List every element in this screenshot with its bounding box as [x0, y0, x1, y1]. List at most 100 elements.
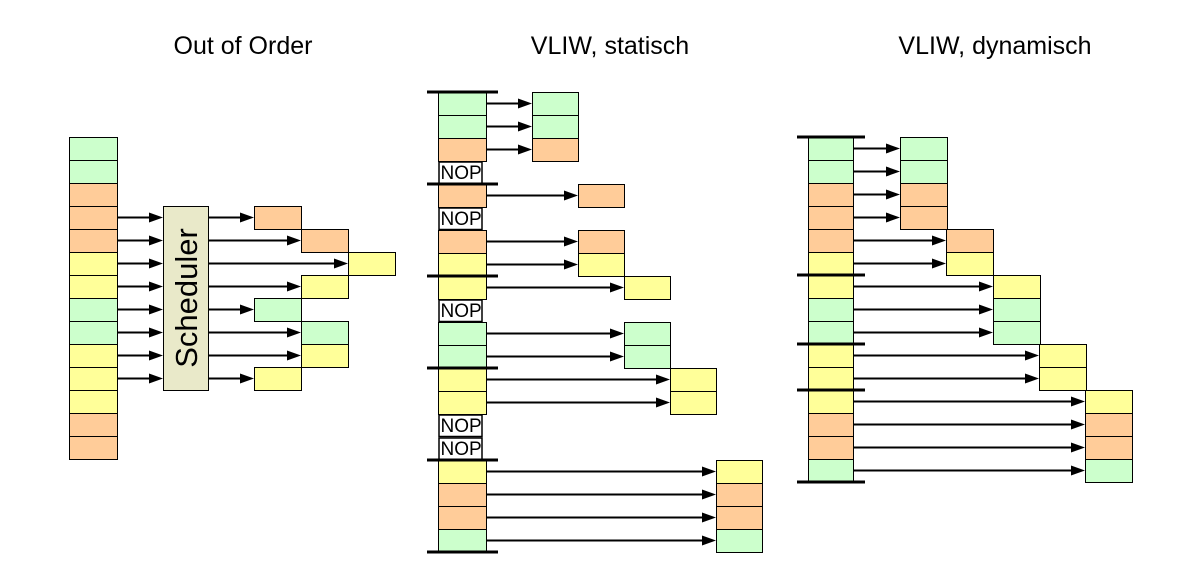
instruction-cell-yellow — [69, 390, 118, 414]
issued-instruction-cell-yellow — [624, 276, 671, 300]
issue-arrow-head — [240, 373, 254, 384]
instruction-cell-orange — [808, 206, 854, 230]
instruction-cell-orange — [69, 229, 118, 253]
issue-arrow-head — [149, 304, 163, 315]
issued-instruction-cell-green — [624, 345, 671, 369]
instruction-cell-yellow — [69, 344, 118, 368]
issue-arrow-head — [656, 374, 670, 385]
issued-instruction-cell-green — [900, 137, 948, 161]
issue-arrow-head — [564, 190, 578, 201]
issued-instruction-cell-orange — [1085, 436, 1133, 460]
issue-arrow-head — [287, 235, 301, 246]
instruction-cell-green — [69, 321, 118, 345]
issued-instruction-cell-yellow — [301, 344, 349, 368]
issue-arrow-head — [932, 258, 946, 269]
nop-cell — [438, 299, 483, 323]
issue-arrow-head — [149, 258, 163, 269]
issue-arrow-head — [702, 535, 716, 546]
instruction-cell-green — [69, 137, 118, 161]
issue-arrow-head — [287, 327, 301, 338]
instruction-cell-yellow — [438, 276, 487, 300]
issue-arrow-head — [1071, 465, 1085, 476]
instruction-cell-green — [438, 92, 487, 116]
issued-instruction-cell-yellow — [670, 391, 717, 415]
instruction-cell-orange — [438, 138, 487, 162]
instruction-cell-orange — [438, 230, 487, 254]
issue-arrow-head — [518, 121, 532, 132]
section-title-out-of-order: Out of Order — [173, 32, 313, 60]
instruction-cell-green — [808, 459, 854, 483]
instruction-cell-orange — [438, 483, 487, 507]
issued-instruction-cell-orange — [1085, 413, 1133, 437]
issued-instruction-cell-green — [532, 115, 579, 139]
issued-instruction-cell-green — [301, 321, 349, 345]
instruction-cell-orange — [808, 183, 854, 207]
issue-arrow-head — [610, 282, 624, 293]
issued-instruction-cell-orange — [578, 230, 625, 254]
issue-arrow-head — [979, 304, 993, 315]
issue-arrow-head — [886, 166, 900, 177]
issue-arrow-head — [979, 281, 993, 292]
issue-arrow-head — [702, 489, 716, 500]
instruction-cell-yellow — [438, 391, 487, 415]
instruction-cell-orange — [69, 413, 118, 437]
issued-instruction-cell-green — [993, 321, 1041, 345]
issued-instruction-cell-yellow — [716, 460, 763, 484]
issue-arrow-head — [240, 212, 254, 223]
issued-instruction-cell-yellow — [1039, 344, 1087, 368]
issue-arrow-head — [932, 235, 946, 246]
issue-arrow-head — [334, 258, 348, 269]
instruction-cell-orange — [69, 183, 118, 207]
issued-instruction-cell-orange — [301, 229, 349, 253]
instruction-cell-yellow — [808, 367, 854, 391]
instruction-cell-yellow — [808, 275, 854, 299]
scheduler-box — [163, 206, 209, 391]
issue-arrow-head — [610, 351, 624, 362]
issued-instruction-cell-green — [716, 529, 763, 553]
instruction-cell-orange — [808, 436, 854, 460]
issue-arrow-head — [1025, 350, 1039, 361]
issued-instruction-cell-yellow — [1039, 367, 1087, 391]
instruction-cell-orange — [69, 436, 118, 460]
issued-instruction-cell-orange — [716, 506, 763, 530]
issued-instruction-cell-orange — [900, 206, 948, 230]
scheduler-label: Scheduler — [169, 228, 204, 368]
issued-instruction-cell-orange — [716, 483, 763, 507]
issue-arrow-head — [149, 235, 163, 246]
issued-instruction-cell-orange — [254, 206, 302, 230]
issue-arrow-head — [287, 350, 301, 361]
issue-arrow-head — [1071, 442, 1085, 453]
section-out-of-order: Scheduler — [69, 137, 396, 460]
issue-arrow-head — [564, 259, 578, 270]
instruction-cell-green — [438, 115, 487, 139]
issued-instruction-cell-yellow — [946, 252, 994, 276]
issued-instruction-cell-orange — [946, 229, 994, 253]
issue-arrow-head — [149, 350, 163, 361]
issued-instruction-cell-yellow — [670, 368, 717, 392]
issue-arrow-head — [1071, 419, 1085, 430]
instruction-cell-yellow — [438, 368, 487, 392]
issue-arrow-head — [702, 512, 716, 523]
issue-arrow-head — [287, 281, 301, 292]
instruction-cell-yellow — [69, 275, 118, 299]
issue-arrow-head — [518, 144, 532, 155]
issue-arrow-head — [518, 98, 532, 109]
issue-arrow-head — [610, 328, 624, 339]
instruction-cell-orange — [69, 206, 118, 230]
issued-instruction-cell-green — [532, 92, 579, 116]
issued-instruction-cell-orange — [578, 184, 625, 208]
instruction-cell-yellow — [438, 253, 487, 277]
instruction-cell-green — [69, 298, 118, 322]
issue-arrow-head — [149, 212, 163, 223]
issued-instruction-cell-yellow — [254, 367, 302, 391]
instruction-cell-green — [438, 345, 487, 369]
instruction-cell-yellow — [438, 460, 487, 484]
issue-arrow-head — [1071, 396, 1085, 407]
instruction-cell-orange — [438, 184, 487, 208]
instruction-cell-yellow — [808, 390, 854, 414]
issue-arrow-head — [564, 236, 578, 247]
nop-cell — [438, 207, 483, 231]
